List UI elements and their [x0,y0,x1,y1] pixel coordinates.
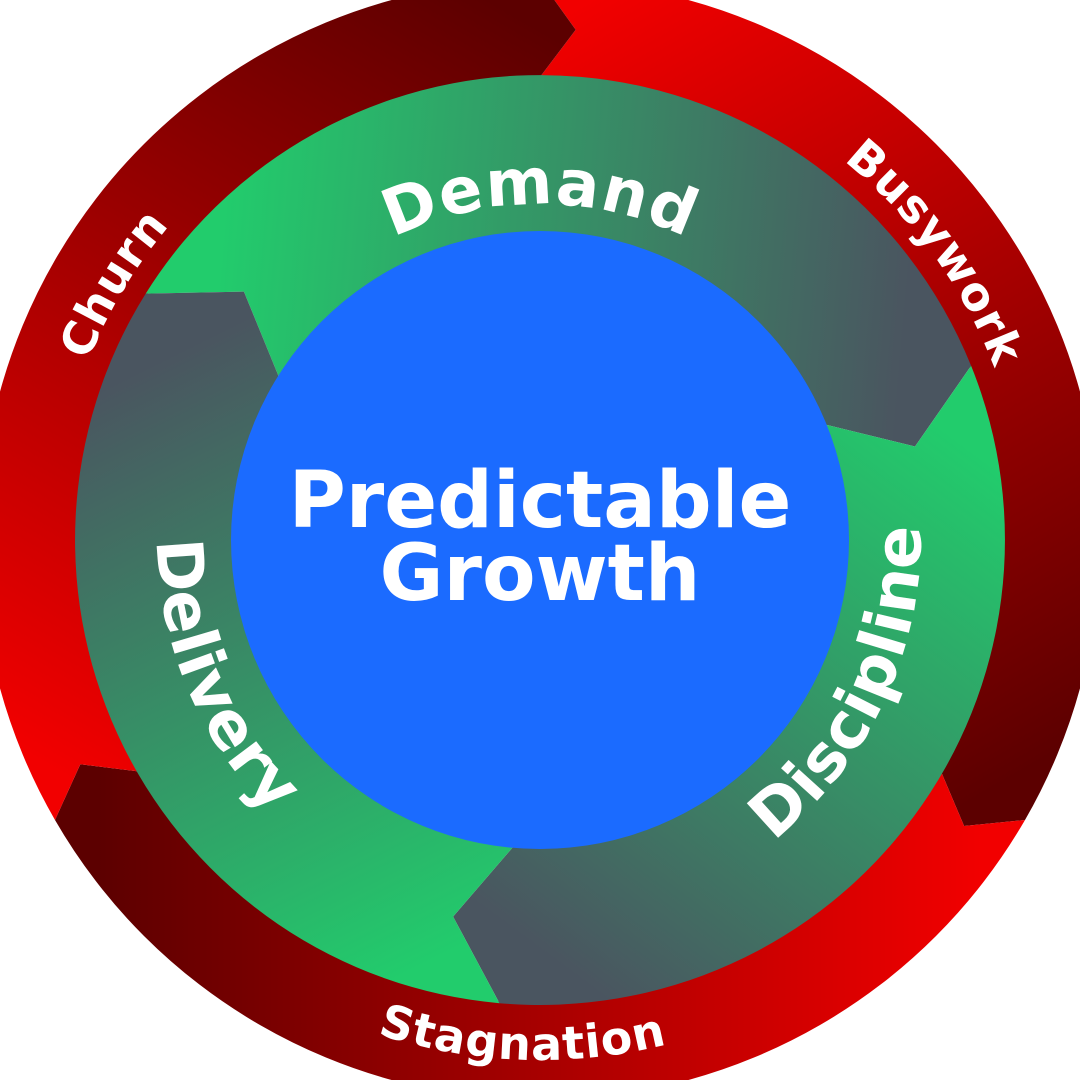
growth-pillar-ring [75,75,1005,1005]
risk-arrow-busywork [540,0,1080,826]
center-circle [231,231,849,849]
risk-arrow-churn [0,0,576,820]
center-title-line1: Predictable [289,456,792,546]
pillar-arrow-discipline [453,365,1005,1005]
risk-arrow-stagnation [55,764,1025,1080]
center-title-line2: Growth [380,529,701,619]
pillar-arrow-delivery [75,291,514,1004]
pillar-arrow-demand [145,75,972,447]
